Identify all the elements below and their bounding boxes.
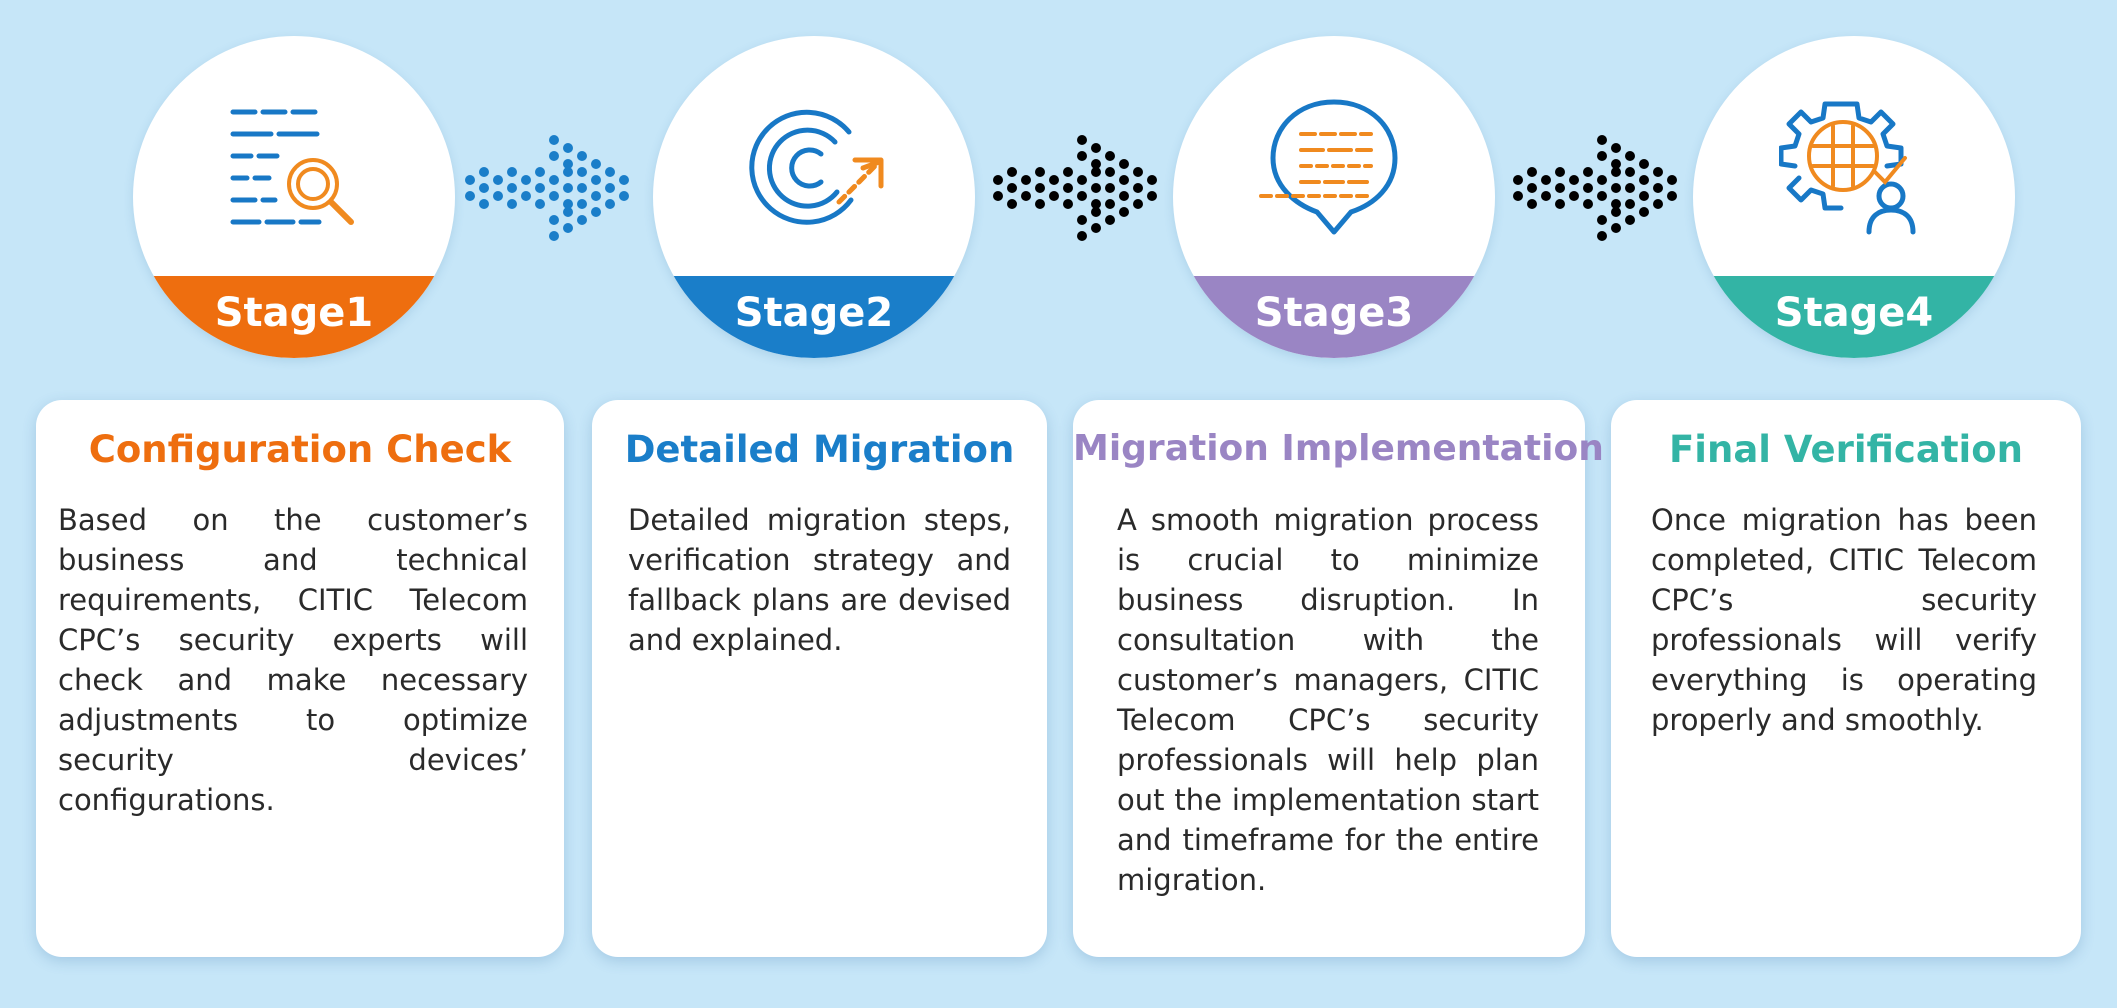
stage4-label: Stage4 — [1693, 276, 2015, 358]
dotted-arrow-icon — [993, 135, 1157, 241]
document-search-icon — [230, 109, 354, 225]
stage2-label: Stage2 — [653, 276, 975, 358]
stage2-title: Detailed Migration — [624, 428, 1015, 471]
stage3-description: A smooth migration process is crucial to… — [1117, 503, 1539, 897]
gear-verify-user-icon — [1779, 101, 1916, 235]
stage3-card: Migration Implementation A smooth migrat… — [1073, 400, 1604, 957]
migration-rocket-icon — [749, 109, 884, 225]
dotted-arrow-icon — [1513, 135, 1677, 241]
stage1-circle: Stage1 — [133, 36, 455, 358]
stage4-description: Once migration has been completed, CITIC… — [1651, 503, 2037, 737]
stage1-label: Stage1 — [133, 276, 455, 358]
dotted-arrow-icon — [465, 135, 629, 241]
stage3-title: Migration Implementation — [1073, 428, 1604, 469]
stage4-title: Final Verification — [1669, 428, 2023, 471]
stage1-description: Based on the customer’s business and tec… — [58, 503, 528, 817]
stage3-label: Stage3 — [1173, 276, 1495, 358]
consultation-bubble-icon — [1259, 99, 1398, 235]
stage4-circle: Stage4 — [1693, 36, 2015, 358]
stage4-card: Final Verification Once migration has be… — [1611, 400, 2081, 957]
stage3-circle: Stage3 — [1173, 36, 1495, 358]
stage2-description: Detailed migration steps, verification s… — [628, 503, 1011, 657]
stage1-card: Configuration Check Based on the custome… — [36, 400, 564, 957]
stage2-card: Detailed Migration Detailed migration st… — [592, 400, 1047, 957]
stage1-title: Configuration Check — [88, 428, 512, 471]
stage2-circle: Stage2 — [653, 36, 975, 358]
